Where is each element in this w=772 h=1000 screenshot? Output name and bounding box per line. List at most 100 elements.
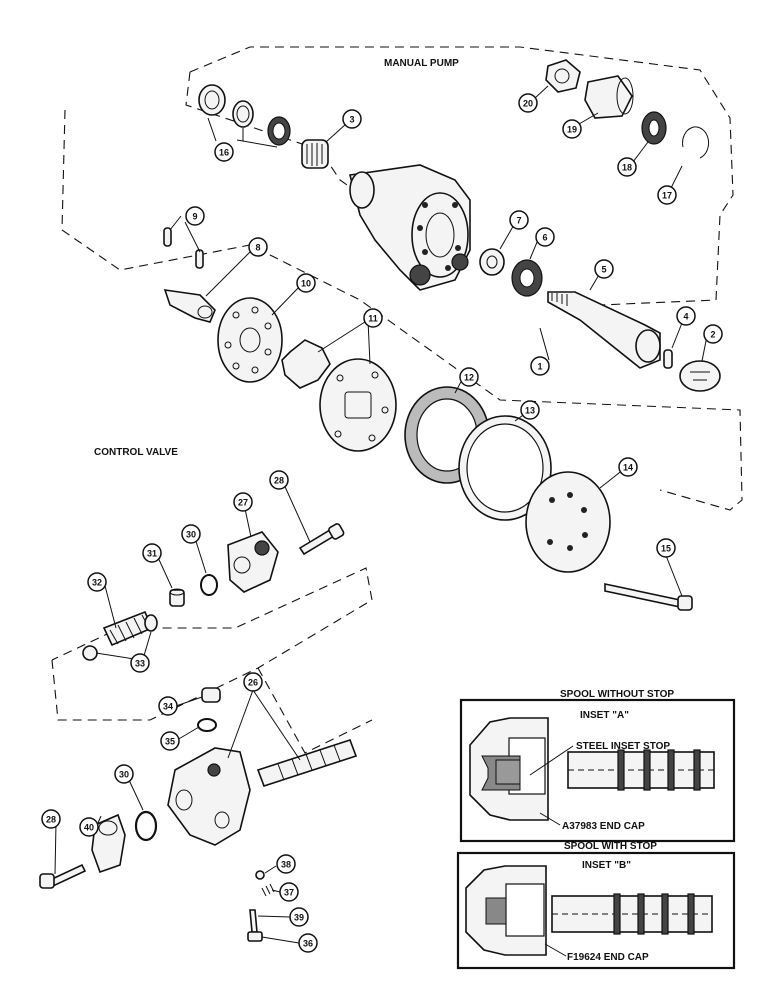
housing-ring-13 — [458, 415, 552, 521]
inset-a-end-cap — [469, 717, 549, 821]
inset-b-cap-label: F19624 END CAP — [567, 952, 649, 963]
callout-35: 35 — [160, 731, 180, 751]
inset-a-stop-label: STEEL INSET STOP — [576, 741, 670, 752]
svg-text:5: 5 — [601, 265, 606, 275]
callout-30-top: 30 — [181, 524, 201, 544]
svg-text:35: 35 — [165, 737, 175, 747]
bearing-18 — [641, 111, 667, 145]
inset-a-cap-leader — [539, 812, 561, 826]
svg-text:19: 19 — [567, 125, 577, 135]
adjusting-screw-39 — [249, 909, 258, 933]
svg-text:3: 3 — [349, 115, 354, 125]
spacer-plate-10 — [217, 297, 283, 383]
callout-8: 8 — [248, 237, 268, 257]
ball-38 — [255, 870, 265, 880]
svg-text:11: 11 — [368, 314, 378, 324]
svg-text:18: 18 — [622, 163, 632, 173]
svg-text:38: 38 — [281, 860, 291, 870]
callout-7: 7 — [509, 210, 529, 230]
callout-17: 17 — [657, 185, 677, 205]
callout-12: 12 — [459, 367, 479, 387]
svg-text:26: 26 — [248, 678, 258, 688]
svg-text:2: 2 — [710, 330, 715, 340]
svg-text:39: 39 — [294, 913, 304, 923]
callout-10: 10 — [296, 273, 316, 293]
callout-14: 14 — [618, 457, 638, 477]
cap-screw-28-top — [298, 523, 345, 556]
callout-28-bottom: 28 — [41, 809, 61, 829]
plug-31 — [169, 588, 185, 607]
callout-5: 5 — [594, 259, 614, 279]
svg-text:20: 20 — [523, 99, 533, 109]
o-ring-30-bottom — [134, 810, 158, 842]
inset-a-title: INSET "A" — [580, 710, 629, 721]
callout-30-bottom: 30 — [114, 764, 134, 784]
gerotor-star-11 — [281, 339, 331, 389]
svg-text:10: 10 — [301, 279, 311, 289]
svg-text:16: 16 — [219, 148, 229, 158]
inset-b-spool — [551, 893, 713, 935]
svg-text:36: 36 — [303, 939, 313, 949]
svg-text:6: 6 — [542, 233, 547, 243]
valve-cap-40 — [91, 813, 126, 874]
callout-31: 31 — [142, 543, 162, 563]
inset-a-stop-leader — [529, 745, 574, 776]
svg-text:32: 32 — [92, 578, 102, 588]
svg-text:33: 33 — [135, 659, 145, 669]
callout-13: 13 — [520, 400, 540, 420]
pin-4 — [663, 349, 673, 369]
needle-bearing-3 — [301, 139, 329, 169]
inset-b-cap-leader — [544, 943, 567, 957]
callout-18: 18 — [617, 157, 637, 177]
svg-text:30: 30 — [119, 770, 129, 780]
inset-a-frame — [459, 698, 736, 843]
svg-text:28: 28 — [274, 476, 284, 486]
callout-34: 34 — [158, 696, 178, 716]
cap-screw-28-bottom — [39, 863, 87, 889]
spring-32 — [102, 610, 154, 647]
retainers-33 — [82, 614, 158, 661]
svg-text:27: 27 — [238, 498, 248, 508]
callout-37: 37 — [279, 882, 299, 902]
svg-text:4: 4 — [683, 312, 688, 322]
thrust-washer-7 — [479, 248, 505, 276]
callout-27: 27 — [233, 492, 253, 512]
svg-text:7: 7 — [516, 216, 521, 226]
plug-34 — [201, 687, 221, 703]
svg-text:34: 34 — [163, 702, 173, 712]
valve-spool-26 — [256, 739, 358, 787]
inset-a-cap-label: A37983 END CAP — [562, 821, 645, 832]
drive-link-8 — [163, 289, 216, 323]
rotor-group-outline — [61, 109, 743, 511]
plug-36 — [247, 931, 263, 942]
callout-36: 36 — [298, 933, 318, 953]
thrust-bearing-6 — [511, 259, 543, 297]
callout-19: 19 — [562, 119, 582, 139]
pump-body-1 — [349, 164, 471, 291]
seal-ring-16 — [198, 84, 226, 116]
control-valve-label: CONTROL VALVE — [94, 447, 178, 458]
callout-16: 16 — [214, 142, 234, 162]
bushing-19 — [584, 75, 634, 119]
inset-b-header: SPOOL WITH STOP — [564, 841, 657, 852]
svg-text:12: 12 — [464, 373, 474, 383]
svg-text:28: 28 — [46, 815, 56, 825]
valve-cap-27 — [227, 531, 279, 593]
svg-text:13: 13 — [525, 406, 535, 416]
svg-text:8: 8 — [255, 243, 260, 253]
roll-pins-9 — [163, 227, 204, 269]
svg-text:15: 15 — [661, 544, 671, 554]
inset-a-spool — [567, 749, 715, 791]
callout-1: 1 — [530, 356, 550, 376]
callout-6: 6 — [535, 227, 555, 247]
callout-20: 20 — [518, 93, 538, 113]
bearing-16 — [267, 116, 291, 146]
snap-ring-17 — [682, 126, 710, 159]
end-cap-14 — [525, 471, 611, 573]
callout-33: 33 — [130, 653, 150, 673]
callout-28-top: 28 — [269, 470, 289, 490]
svg-text:31: 31 — [147, 549, 157, 559]
callout-2: 2 — [703, 324, 723, 344]
o-ring-30-top — [200, 574, 218, 596]
